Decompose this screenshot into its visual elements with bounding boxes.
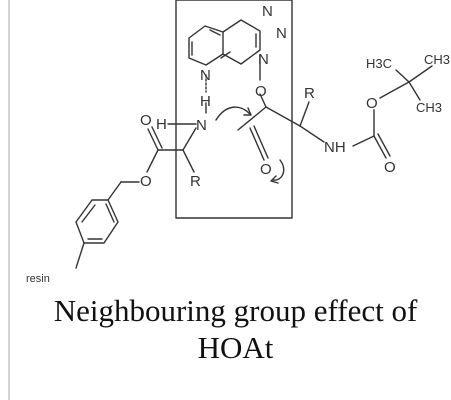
- c-o-double-bond-b: [151, 126, 163, 149]
- atom-n-amine: N: [196, 117, 207, 134]
- atom-h-top: H: [200, 93, 211, 110]
- atom-o-carbonyl-left: O: [140, 112, 152, 129]
- curved-arrow-2-head: [270, 175, 279, 184]
- left-border: [8, 0, 10, 400]
- caption-line-1: Neighbouring group effect of: [53, 293, 418, 328]
- mechanism-diagram: N N N N O H H N O O R O R NH O O H3C CH3…: [26, 0, 450, 285]
- pyridine-double-bond-1: [209, 29, 221, 36]
- benzyl-inner-bond-1: [81, 204, 96, 223]
- curved-arrow-1: [215, 106, 251, 121]
- c-o-mid-bond-b: [253, 125, 269, 159]
- cboc-o-double-a: [373, 135, 387, 159]
- atom-o-hoat: O: [255, 83, 267, 100]
- ccarbonyl-mid-bond: [237, 106, 267, 131]
- label-resin: resin: [26, 273, 50, 285]
- atom-o-boc-ether: O: [366, 95, 378, 112]
- atom-r-right: R: [304, 85, 315, 102]
- label-h3c: H3C: [366, 56, 392, 71]
- label-ch3-bottom: CH3: [416, 100, 442, 115]
- mechanism-figure: N N N N O H H N O O R O R NH O O H3C CH3…: [20, 0, 451, 290]
- c-o-double-bond-a: [147, 128, 159, 151]
- benzyl-inner-bond-3: [105, 203, 115, 223]
- caption-line-2: HOAt: [197, 330, 274, 365]
- cboc-o-double-b: [377, 133, 391, 157]
- c-o-ester-bond: [146, 149, 159, 173]
- atom-o-boc-carbonyl: O: [384, 159, 396, 176]
- n-calpha-bond: [182, 127, 197, 151]
- pyridine-ring: [188, 25, 224, 66]
- atom-n-pyridine: N: [200, 67, 211, 84]
- oether-ctbu-bond: [379, 81, 410, 99]
- figure-caption: Neighbouring group effect of HOAt: [20, 292, 451, 366]
- atom-h-left: H: [156, 116, 167, 133]
- atom-n-ring3: N: [258, 51, 269, 68]
- ch2-ring-bond: [107, 181, 122, 201]
- ctbu-h3c-bond: [395, 69, 410, 83]
- curved-arrow-1-head: [243, 107, 252, 116]
- calpha2-r-bond: [299, 101, 310, 127]
- label-ch3-top: CH3: [424, 52, 450, 67]
- hoat-box: [175, 0, 293, 219]
- nh-cboc-bond: [352, 135, 375, 147]
- atom-r-left: R: [190, 173, 201, 190]
- atom-n-ring1: N: [262, 3, 273, 20]
- c-calpha2-bond: [265, 106, 301, 127]
- o-c-bond: [259, 93, 267, 108]
- c-o-mid-bond-a: [249, 127, 265, 161]
- calpha2-nh-bond: [299, 125, 325, 143]
- ctbu-ch3top-bond: [408, 65, 433, 83]
- atom-n-ring2: N: [276, 25, 287, 42]
- calpha-r-bond: [182, 149, 195, 173]
- atom-o-carbonyl-mid: O: [260, 161, 272, 178]
- atom-o-ester-left: O: [140, 173, 152, 190]
- ctbu-ch3bottom-bond: [408, 81, 421, 101]
- triazole-ring: [222, 19, 261, 65]
- atom-nh-right: NH: [324, 139, 346, 156]
- curved-arrow-2: [271, 159, 285, 181]
- ring-resin-bond: [75, 242, 85, 269]
